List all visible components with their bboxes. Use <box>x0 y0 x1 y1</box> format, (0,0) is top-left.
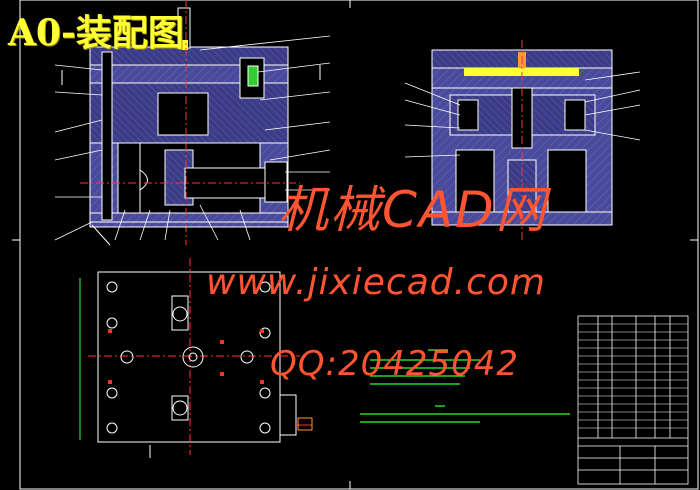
sheet-frame <box>12 0 699 490</box>
front-section-view <box>80 0 300 246</box>
plan-view-small-marks <box>108 329 264 384</box>
technical-notes <box>360 349 570 423</box>
title-block <box>577 315 689 485</box>
section-marks-left <box>61 65 321 85</box>
watermark-site-name: 机械CAD网 <box>278 181 548 239</box>
watermark-url: www.jixiecad.com <box>206 262 546 303</box>
title-block-rows <box>578 323 688 429</box>
leader-lines-left <box>54 35 331 241</box>
plan-view <box>79 258 313 458</box>
leader-lines-right <box>404 71 641 158</box>
drawing-title: A0-装配图 <box>8 12 184 54</box>
side-section-view <box>431 40 613 240</box>
watermark-qq: QQ:20425042 <box>270 344 520 384</box>
plan-view-holes <box>106 281 271 434</box>
